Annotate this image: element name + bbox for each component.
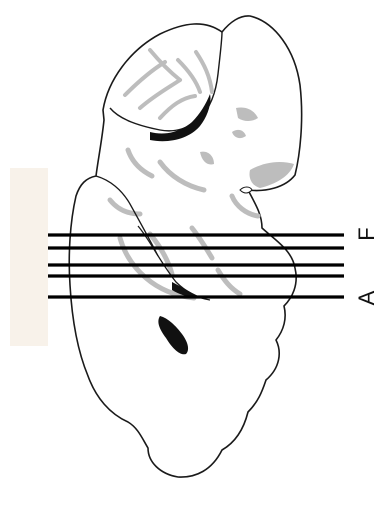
side-shade-bar — [10, 168, 48, 346]
label-f: F — [355, 222, 379, 246]
label-a: A — [355, 286, 379, 310]
